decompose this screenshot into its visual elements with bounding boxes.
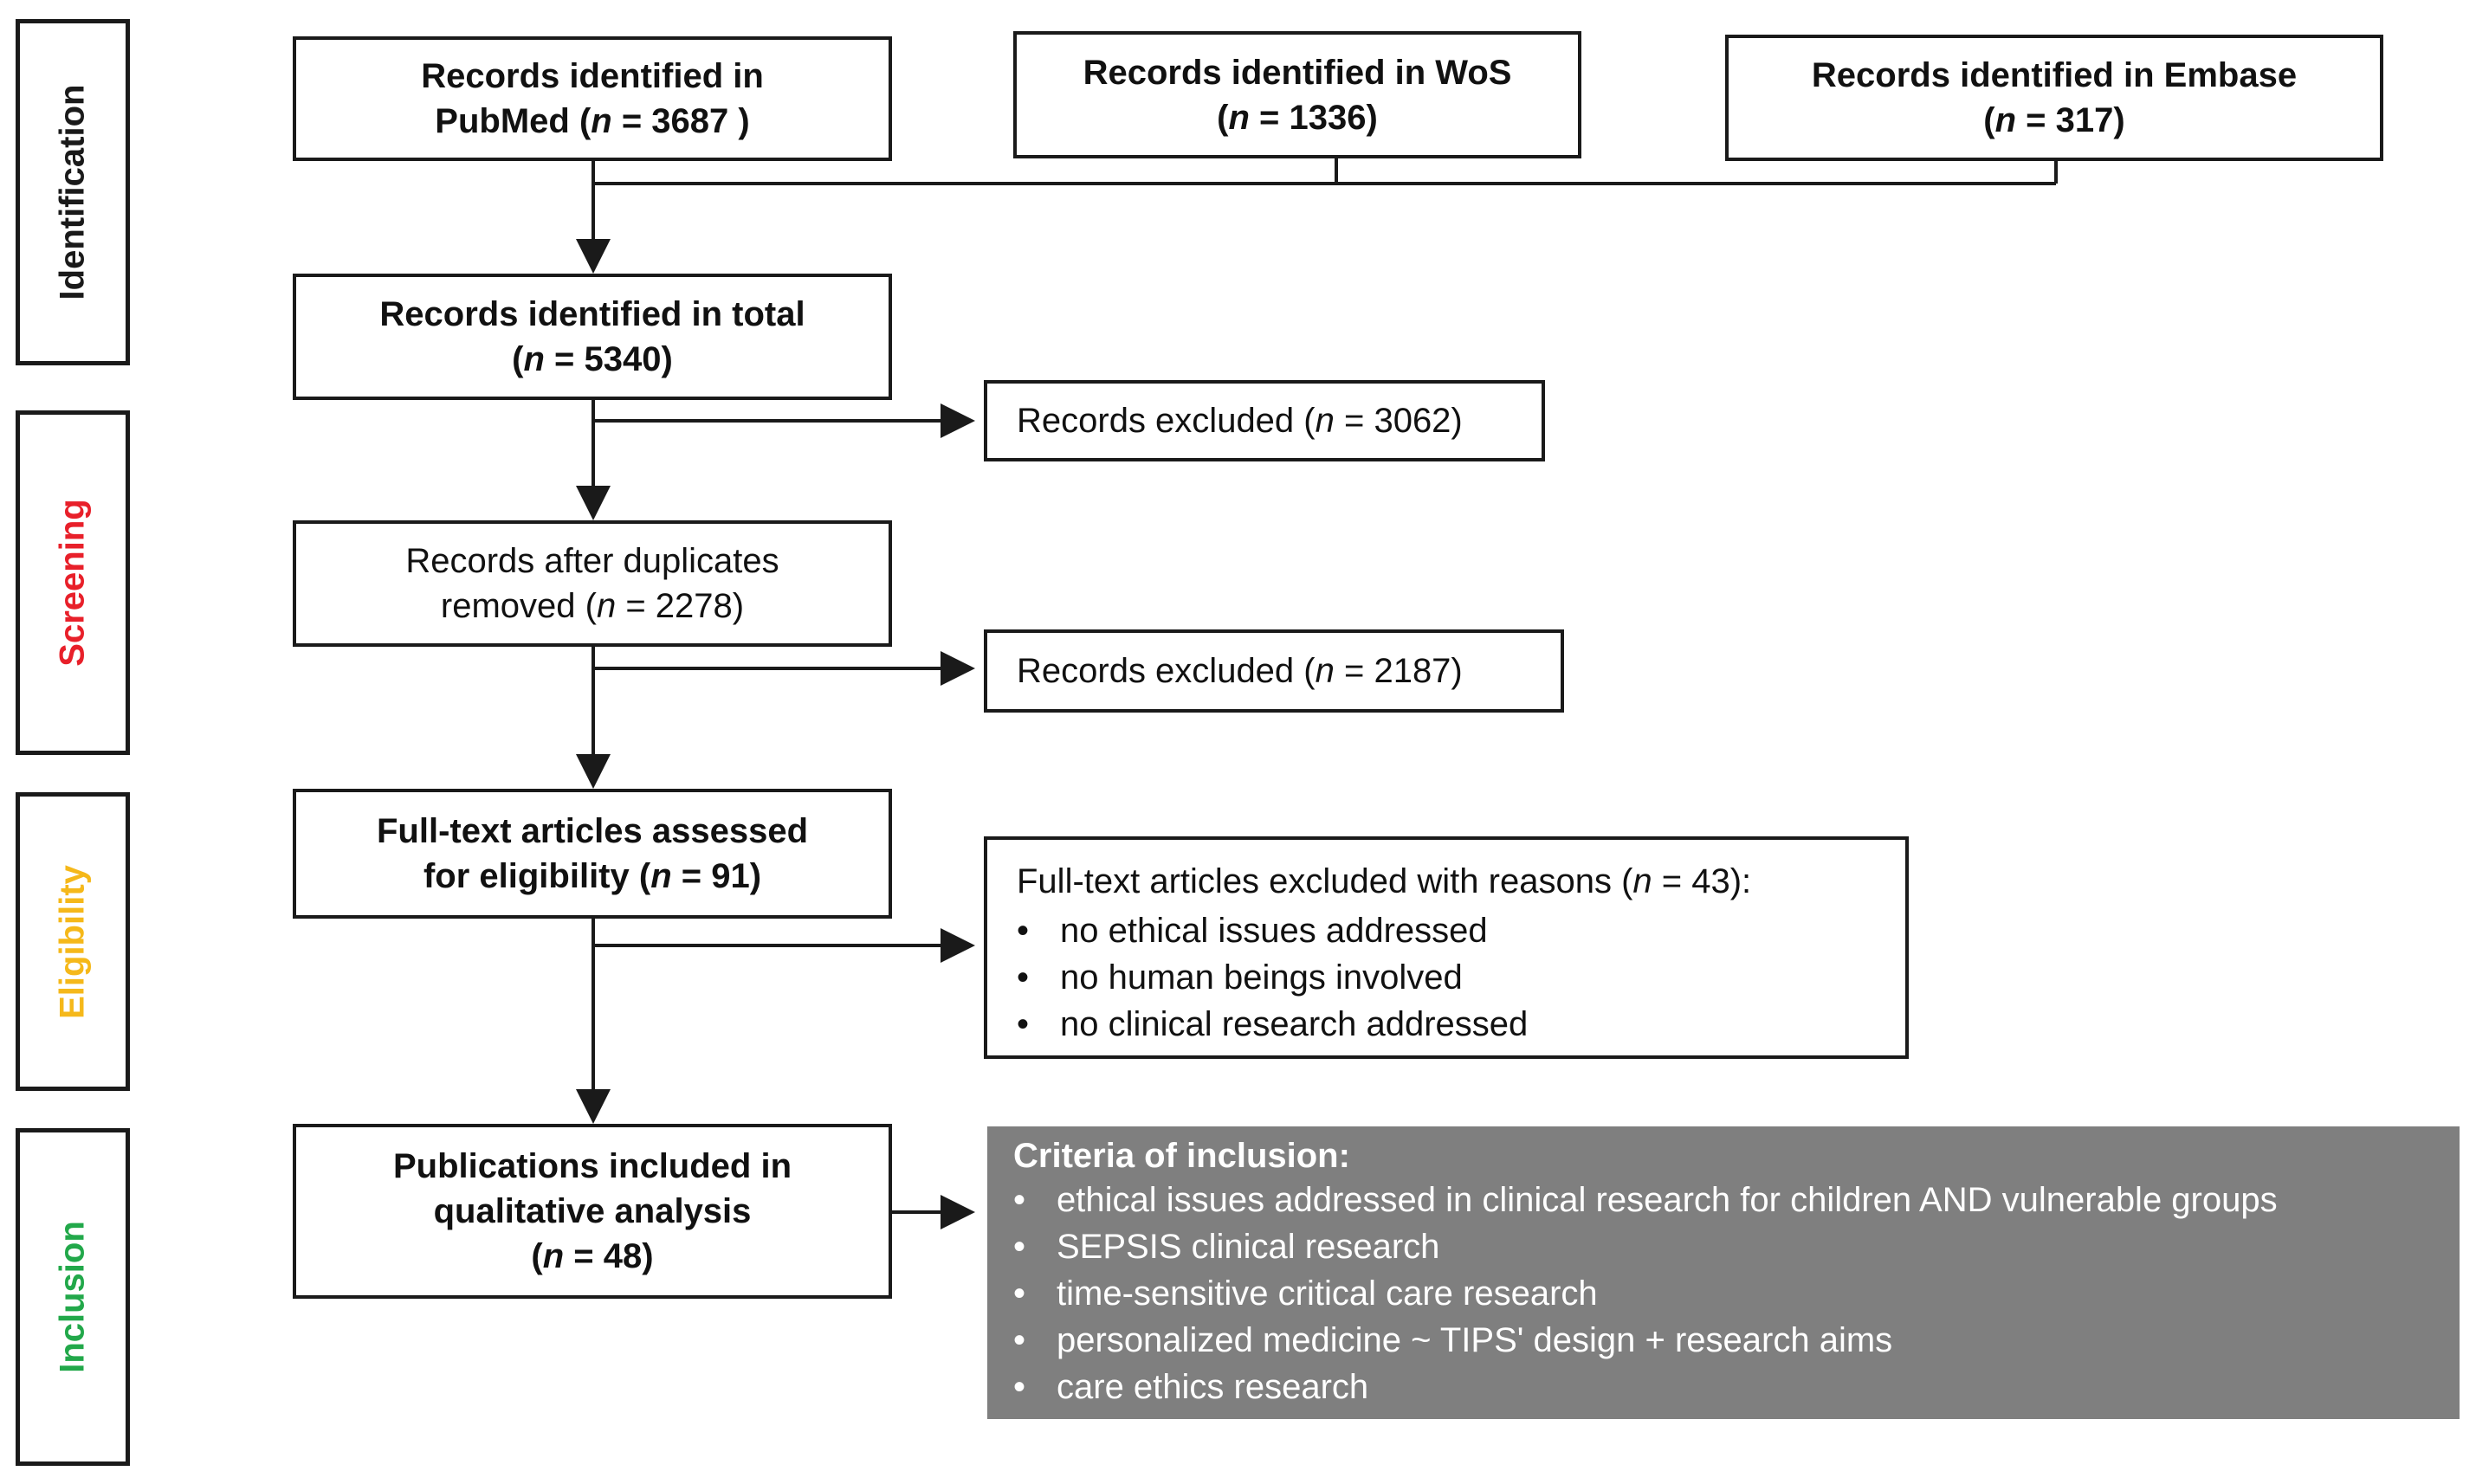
stage-identification: Identification <box>16 19 130 365</box>
total-line2: (n = 5340) <box>512 340 673 378</box>
excluded2-text: Records excluded (n = 2187) <box>1017 652 1463 690</box>
fulltext-line1: Full-text articles assessed <box>376 812 809 850</box>
total-line1: Records identified in total <box>379 295 805 333</box>
criteria-box: Criteria of inclusion: •ethical issues a… <box>987 1126 2460 1419</box>
pubmed-line1: Records identified in <box>421 57 764 95</box>
included-box: Publications included in qualitative ana… <box>293 1124 892 1299</box>
pubmed-box: Records identified in PubMed (n = 3687 ) <box>293 36 892 161</box>
list-item: •care ethics research <box>1013 1368 1369 1406</box>
stage-screening-label: Screening <box>53 499 92 667</box>
after-duplicates-box: Records after duplicates removed (n = 22… <box>293 520 892 647</box>
stage-inclusion: Inclusion <box>16 1128 130 1466</box>
list-item: •SEPSIS clinical research <box>1013 1228 1440 1266</box>
fulltext-box: Full-text articles assessed for eligibil… <box>293 789 892 919</box>
total-box: Records identified in total (n = 5340) <box>293 274 892 400</box>
list-item: •time-sensitive critical care research <box>1013 1274 1598 1313</box>
wos-box: Records identified in WoS (n = 1336) <box>1013 31 1581 158</box>
criteria-list: •ethical issues addressed in clinical re… <box>1013 1177 2460 1410</box>
embase-box: Records identified in Embase (n = 317) <box>1725 35 2383 161</box>
excluded1-text: Records excluded (n = 3062) <box>1017 402 1463 440</box>
stage-eligibility-label: Eligibility <box>53 864 92 1019</box>
included-line2: qualitative analysis <box>433 1192 752 1230</box>
wos-line2: (n = 1336) <box>1217 98 1378 137</box>
after-dup-line2: removed (n = 2278) <box>440 587 745 625</box>
included-line1: Publications included in <box>392 1147 792 1185</box>
stage-eligibility: Eligibility <box>16 792 130 1091</box>
after-dup-line1: Records after duplicates <box>405 542 779 580</box>
excluded1-box: Records excluded (n = 3062) <box>984 380 1545 461</box>
list-item: •no human beings involved <box>1017 958 1463 997</box>
stage-inclusion-label: Inclusion <box>53 1221 92 1373</box>
embase-line1: Records identified in Embase <box>1811 56 2298 94</box>
wos-line1: Records identified in WoS <box>1083 53 1512 92</box>
excluded2-box: Records excluded (n = 2187) <box>984 629 1564 713</box>
exclusion-reasons-list: •no ethical issues addressed •no human b… <box>1017 907 1528 1048</box>
stage-identification-label: Identification <box>53 84 92 300</box>
fulltext-line2: for eligibility (n = 91) <box>423 857 762 895</box>
list-item: •ethical issues addressed in clinical re… <box>1013 1181 2278 1219</box>
embase-line2: (n = 317) <box>1983 101 2125 139</box>
pubmed-line2: PubMed (n = 3687 ) <box>435 102 750 140</box>
excluded3-box: Full-text articles excluded with reasons… <box>984 836 1909 1059</box>
list-item: •personalized medicine ~ TIPS' design + … <box>1013 1321 1893 1359</box>
list-item: •no clinical research addressed <box>1017 1005 1529 1043</box>
stage-screening: Screening <box>16 410 130 755</box>
list-item: •no ethical issues addressed <box>1017 912 1488 950</box>
criteria-title: Criteria of inclusion: <box>1013 1137 1350 1175</box>
included-line3: (n = 48) <box>531 1237 654 1275</box>
excluded3-heading: Full-text articles excluded with reasons… <box>1017 862 1752 900</box>
